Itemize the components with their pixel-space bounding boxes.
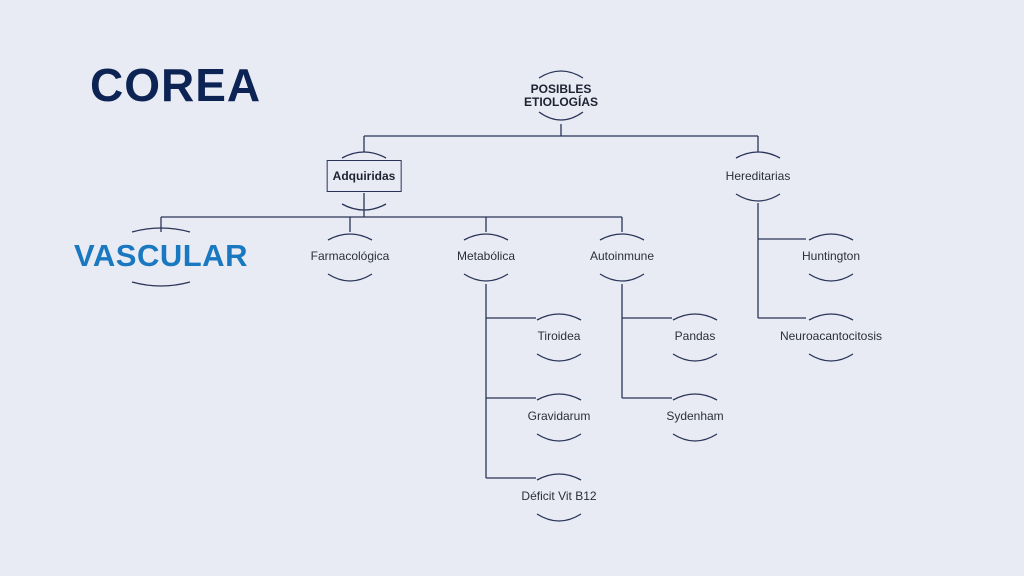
page-title: COREA xyxy=(90,59,262,111)
node-pandas: Pandas xyxy=(674,329,716,343)
node-tiroidea: Tiroidea xyxy=(537,329,581,343)
connector-metabolica xyxy=(485,284,536,479)
node-farmacologica: Farmacológica xyxy=(310,249,390,263)
node-adquiridas: Adquiridas xyxy=(326,160,402,192)
gravidarum-brace xyxy=(536,393,582,442)
neuroacantocitosis-brace xyxy=(808,313,854,362)
root-brace xyxy=(538,70,584,121)
node-metabolica: Metabólica xyxy=(456,249,516,263)
farmacologica-brace xyxy=(327,233,373,282)
node-neuroacantocitosis: Neuroacantocitosis xyxy=(779,329,883,343)
autoinmune-brace xyxy=(599,233,645,282)
node-sydenham: Sydenham xyxy=(666,409,724,423)
node-root-line2: ETIOLOGÍAS xyxy=(523,95,599,109)
pandas-brace xyxy=(672,313,718,362)
adquiridas-brace xyxy=(341,151,387,211)
sydenham-brace xyxy=(672,393,718,442)
node-autoinmune: Autoinmune xyxy=(589,249,655,263)
connector-root xyxy=(363,124,759,152)
connector-adquiridas xyxy=(160,193,623,232)
deficit-brace xyxy=(536,473,582,522)
node-hereditarias: Hereditarias xyxy=(725,169,791,183)
connector-hereditarias xyxy=(757,203,806,319)
tiroidea-brace xyxy=(536,313,582,362)
vascular-brace xyxy=(131,227,191,287)
node-root: POSIBLES ETIOLOGÍAS xyxy=(524,83,598,109)
node-root-line1: POSIBLES xyxy=(530,82,592,96)
node-huntington: Huntington xyxy=(801,249,861,263)
metabolica-brace xyxy=(463,233,509,282)
node-vascular: VASCULAR xyxy=(74,238,248,273)
node-gravidarum: Gravidarum xyxy=(527,409,591,423)
node-deficit-vit-b12: Déficit Vit B12 xyxy=(521,489,597,503)
huntington-brace xyxy=(808,233,854,282)
hereditarias-brace xyxy=(735,151,781,202)
connector-autoinmune xyxy=(621,284,672,399)
